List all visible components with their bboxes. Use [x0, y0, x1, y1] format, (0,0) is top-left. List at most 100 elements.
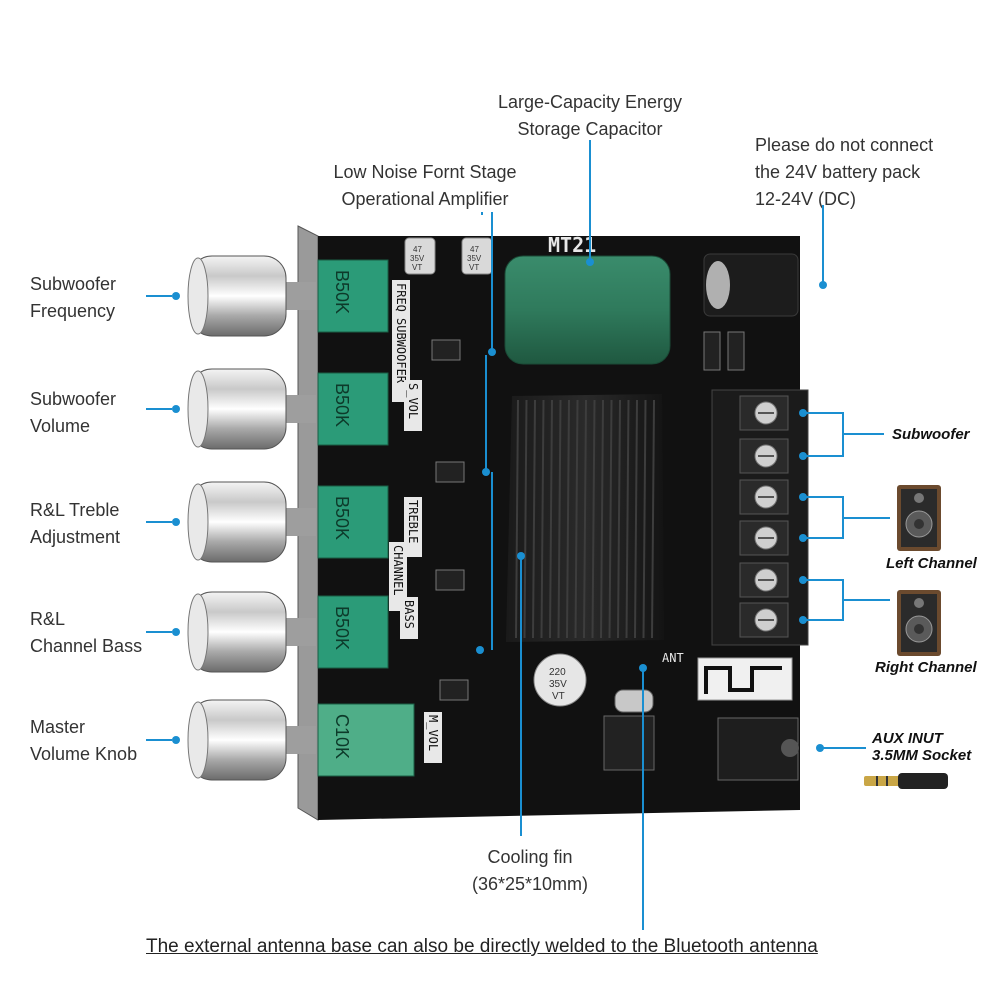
fin-groove — [557, 399, 562, 639]
terminal-block — [711, 389, 809, 646]
pcb-tag-bg — [404, 497, 422, 557]
sub-vol-label: Subwoofer Volume — [30, 386, 116, 440]
small-cap-1-text-c: VT — [412, 263, 422, 272]
aux-label-line1: AUX INUT — [872, 730, 943, 747]
callout-dot — [799, 616, 807, 624]
callout-dot — [517, 552, 525, 560]
sub-freq-label: Subwoofer Frequency — [30, 271, 116, 325]
sub-vol-line1: Subwoofer — [30, 389, 117, 409]
pcb-tag: CHANNEL — [391, 545, 405, 596]
fin-groove — [642, 399, 647, 639]
aux-label-line2: 3.5MM Socket — [872, 747, 972, 764]
opamp-chip-3 — [435, 569, 465, 591]
callout-dot — [816, 744, 824, 752]
treble-label: R&L Treble Adjustment — [30, 497, 120, 551]
fin-groove — [634, 399, 638, 639]
fin-groove — [617, 399, 621, 639]
small-cap-1-text-b: 35V — [410, 254, 425, 263]
bass-line2: Channel Bass — [30, 636, 143, 656]
fin-groove — [566, 399, 570, 639]
knob-shaft — [282, 282, 316, 310]
master-label: Master Volume Knob — [30, 714, 137, 768]
knob-face — [187, 701, 209, 779]
sub-vol-line2: Volume — [30, 416, 91, 436]
fin-groove — [549, 399, 553, 639]
diode-2 — [727, 331, 745, 371]
fin-groove — [608, 399, 613, 639]
model-text: MT21 — [548, 233, 596, 257]
callout-dot — [799, 409, 807, 417]
power-warning-line1: Please do not connect — [755, 135, 934, 155]
pcb-tag: FREQ — [394, 283, 408, 312]
power-warning-line2: the 24V battery pack — [755, 162, 921, 182]
cooling-fin-line1: Cooling fin — [487, 847, 573, 867]
storage-capacitor — [504, 255, 671, 365]
opamp-label-line1: Low Noise Fornt Stage — [333, 162, 517, 182]
sub-freq-line1: Subwoofer — [30, 274, 117, 294]
dc-jack-hole — [706, 261, 730, 309]
bass-label: R&L Channel Bass — [30, 606, 142, 660]
callout-dot — [476, 646, 484, 654]
right-channel-label: Right Channel — [875, 659, 977, 676]
opamp-label: Low Noise Fornt Stage Operational Amplif… — [300, 159, 550, 213]
pcb-tag: M_VOL — [426, 715, 440, 751]
pcb-tag-bg — [389, 542, 407, 611]
callout-dot — [172, 736, 180, 744]
knob-shaft — [282, 726, 316, 754]
potentiometer — [317, 485, 389, 559]
callout-dot — [819, 281, 827, 289]
cooling-fin-label: Cooling fin (36*25*10mm) — [440, 844, 620, 898]
capacitor-label-line1: Large-Capacity Energy — [497, 92, 683, 112]
pcb-tag: S_VOL — [406, 383, 420, 419]
callout-dot — [799, 452, 807, 460]
power-warning-label: Please do not connect the 24V battery pa… — [755, 132, 933, 213]
knob-shaft — [282, 618, 316, 646]
callout-line — [803, 579, 844, 621]
small-capacitor-1: 47 35V VT — [404, 237, 436, 275]
treble-line2: Adjustment — [30, 527, 121, 547]
pcb-tag-bg — [404, 380, 422, 431]
treble-line1: R&L Treble — [30, 500, 120, 520]
left-speaker-icon — [897, 485, 941, 551]
opamp-label-line2: Operational Amplifier — [341, 189, 509, 209]
bluetooth-module — [697, 657, 793, 701]
knob-face — [187, 483, 209, 561]
fin-groove — [515, 399, 519, 639]
crystal — [614, 689, 654, 713]
pot-label: B50K — [332, 496, 352, 540]
sub-freq-line2: Frequency — [30, 301, 116, 321]
callout-dot — [639, 664, 647, 672]
potentiometer — [317, 703, 415, 777]
aux-plug-icon — [864, 773, 948, 789]
cooling-fin — [506, 394, 664, 642]
capacitor-label: Large-Capacity Energy Storage Capacitor — [470, 89, 710, 143]
pot-label: C10K — [332, 714, 352, 759]
small-cap-2-text-c: VT — [469, 263, 479, 272]
cooling-fin-line2: (36*25*10mm) — [471, 874, 589, 894]
cap220-text-b: 35V — [549, 679, 567, 690]
callout-line — [803, 496, 844, 539]
capacitor-220: 220 35V VT — [533, 653, 587, 707]
potentiometer — [317, 259, 389, 333]
master-line1: Master — [30, 717, 86, 737]
pot-label: B50K — [332, 270, 352, 314]
pcb-tag-bg — [424, 712, 442, 763]
callout-dot — [172, 518, 180, 526]
callout-dot — [586, 258, 594, 266]
pcb-tag-bg — [392, 280, 410, 322]
opamp-chip-2 — [435, 461, 465, 483]
fin-groove — [532, 399, 536, 639]
aux-socket-hole — [781, 739, 799, 757]
callout-dot — [799, 576, 807, 584]
pcb-tag: SUBWOOFER — [394, 318, 408, 384]
fin-groove — [651, 399, 655, 639]
bass-line1: R&L — [30, 609, 66, 629]
master-line2: Volume Knob — [30, 744, 138, 764]
left-channel-label: Left Channel — [886, 555, 977, 572]
small-capacitor-2: 47 35V VT — [461, 237, 493, 275]
fin-groove — [574, 399, 579, 639]
small-cap-2-text-a: 47 — [470, 245, 479, 254]
pot-label: B50K — [332, 606, 352, 650]
small-cap-2-text-b: 35V — [467, 254, 482, 263]
